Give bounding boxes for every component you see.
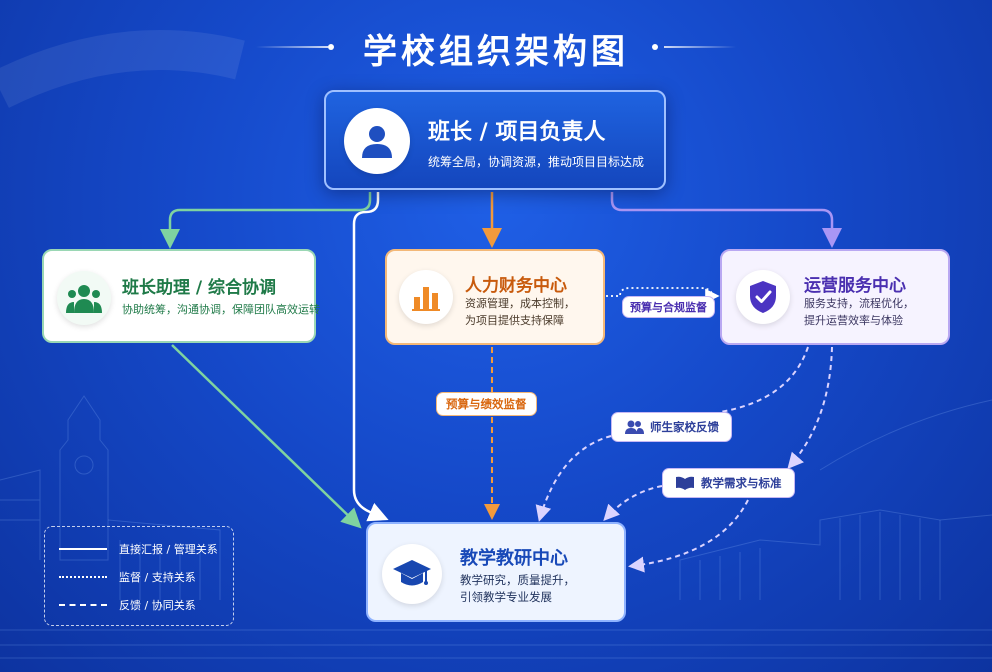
legend-dotted-label: 监督 / 支持关系	[119, 571, 196, 584]
tag-budget-compliance: 预算与合规监督	[622, 296, 715, 318]
line-assistant-to-teaching	[171, 344, 362, 529]
line-leader-to-ops	[610, 192, 842, 248]
line-needs-to-teaching-right	[628, 499, 749, 573]
node-ops-desc-line2: 提升运营效率与体验	[804, 314, 903, 327]
legend-dotted-line	[59, 576, 107, 578]
title-dot-left	[328, 44, 334, 50]
node-assistant[interactable]: 班长助理 / 综合协调 协助统筹，沟通协调，保障团队高效运转	[42, 249, 320, 343]
node-assistant-desc: 协助统筹，沟通协调，保障团队高效运转	[122, 303, 320, 316]
node-hr-desc-line1: 资源管理，成本控制，	[465, 297, 575, 310]
group-icon	[57, 271, 111, 325]
shield-check-icon	[736, 270, 790, 324]
node-teaching-research[interactable]: 教学教研中心 教学研究，质量提升， 引领教学专业发展	[366, 522, 626, 622]
line-hr-to-ops	[606, 287, 720, 304]
node-assistant-name: 班长助理 / 综合协调	[122, 278, 277, 298]
node-ops-desc-line1: 服务支持，流程优化，	[804, 297, 914, 310]
bar-chart-icon	[399, 270, 453, 324]
tag-needs-label: 教学需求与标准	[701, 476, 782, 490]
tag-feedback-label: 师生家校反馈	[650, 420, 719, 434]
node-ops-service[interactable]: 运营服务中心 服务支持，流程优化， 提升运营效率与体验	[720, 249, 950, 345]
line-needs-to-teaching	[603, 485, 663, 521]
person-icon	[344, 108, 410, 174]
tag-budget-performance: 预算与绩效监督	[436, 392, 537, 416]
title-deco-left	[256, 46, 328, 48]
node-hr-finance[interactable]: 人力财务中心 资源管理，成本控制， 为项目提供支持保障	[385, 249, 605, 345]
page-title: 学校组织架构图	[363, 32, 629, 72]
legend-row-dotted: 监督 / 支持关系	[59, 569, 196, 585]
legend-solid-label: 直接汇报 / 管理关系	[119, 543, 218, 556]
line-ops-to-needs	[787, 346, 833, 470]
node-hr-name: 人力财务中心	[465, 276, 567, 296]
line-leader-to-assistant	[160, 192, 372, 249]
line-leader-to-teaching	[352, 192, 389, 522]
tag-feedback: 师生家校反馈	[611, 412, 732, 442]
book-icon	[676, 476, 694, 490]
node-ops-desc: 服务支持，流程优化， 提升运营效率与体验	[804, 295, 914, 329]
node-teaching-desc-line1: 教学研究，质量提升，	[460, 573, 575, 587]
legend-solid-line	[59, 548, 107, 550]
node-teaching-name: 教学教研中心	[460, 548, 568, 569]
title-dot-right	[652, 44, 658, 50]
legend: 直接汇报 / 管理关系 监督 / 支持关系 反馈 / 协同关系	[44, 526, 234, 626]
node-teaching-desc-line2: 引领教学专业发展	[460, 590, 552, 604]
tag-needs: 教学需求与标准	[662, 468, 795, 498]
node-leader[interactable]: 班长 / 项目负责人 统筹全局，协调资源，推动项目目标达成	[324, 90, 666, 190]
node-hr-desc: 资源管理，成本控制， 为项目提供支持保障	[465, 295, 575, 329]
title-deco-right	[664, 46, 736, 48]
node-hr-desc-line2: 为项目提供支持保障	[465, 314, 564, 327]
legend-row-dashed: 反馈 / 协同关系	[59, 597, 196, 613]
group-icon	[625, 420, 644, 434]
node-ops-name: 运营服务中心	[804, 276, 906, 296]
legend-dashed-label: 反馈 / 协同关系	[119, 599, 196, 612]
node-leader-name: 班长 / 项目负责人	[428, 120, 606, 145]
node-leader-desc: 统筹全局，协调资源，推动项目目标达成	[428, 155, 645, 169]
node-teaching-desc: 教学研究，质量提升， 引领教学专业发展	[460, 572, 575, 606]
legend-row-solid: 直接汇报 / 管理关系	[59, 541, 218, 557]
graduation-cap-icon	[382, 544, 442, 604]
line-ops-to-teaching-feedback	[540, 346, 809, 518]
legend-dashed-line	[59, 604, 107, 606]
